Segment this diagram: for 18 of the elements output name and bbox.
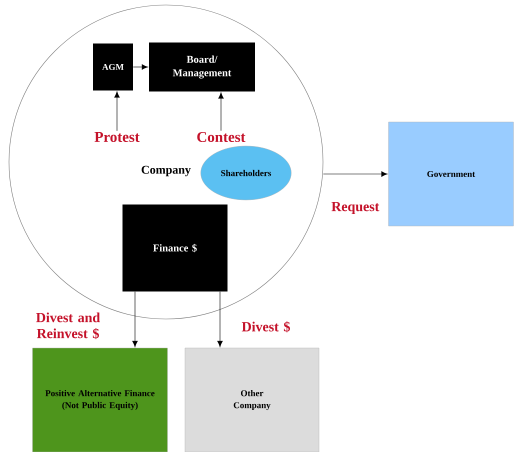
- action-label: Contest: [197, 132, 246, 142]
- arrow: [132, 64, 148, 70]
- arrow: [132, 291, 138, 348]
- circle-label: Company: [142, 166, 191, 176]
- process-box: Government: [388, 122, 514, 226]
- process-box: Board/ Management: [149, 42, 255, 92]
- edge-label: Divest and Reinvest $: [36, 312, 100, 340]
- arrow: [218, 92, 224, 132]
- process-box: Finance $: [122, 204, 228, 292]
- process-box: Other Company: [184, 348, 320, 452]
- arrow: [114, 92, 120, 132]
- arrow: [323, 171, 388, 177]
- edge-label: Request: [332, 202, 380, 214]
- process-box: AGM: [93, 44, 133, 90]
- action-label: Protest: [94, 132, 140, 142]
- arrow: [217, 291, 223, 348]
- edge-label: Divest $: [242, 321, 290, 332]
- process-box: Positive Alternative Finance (Not Public Equity): [32, 348, 168, 452]
